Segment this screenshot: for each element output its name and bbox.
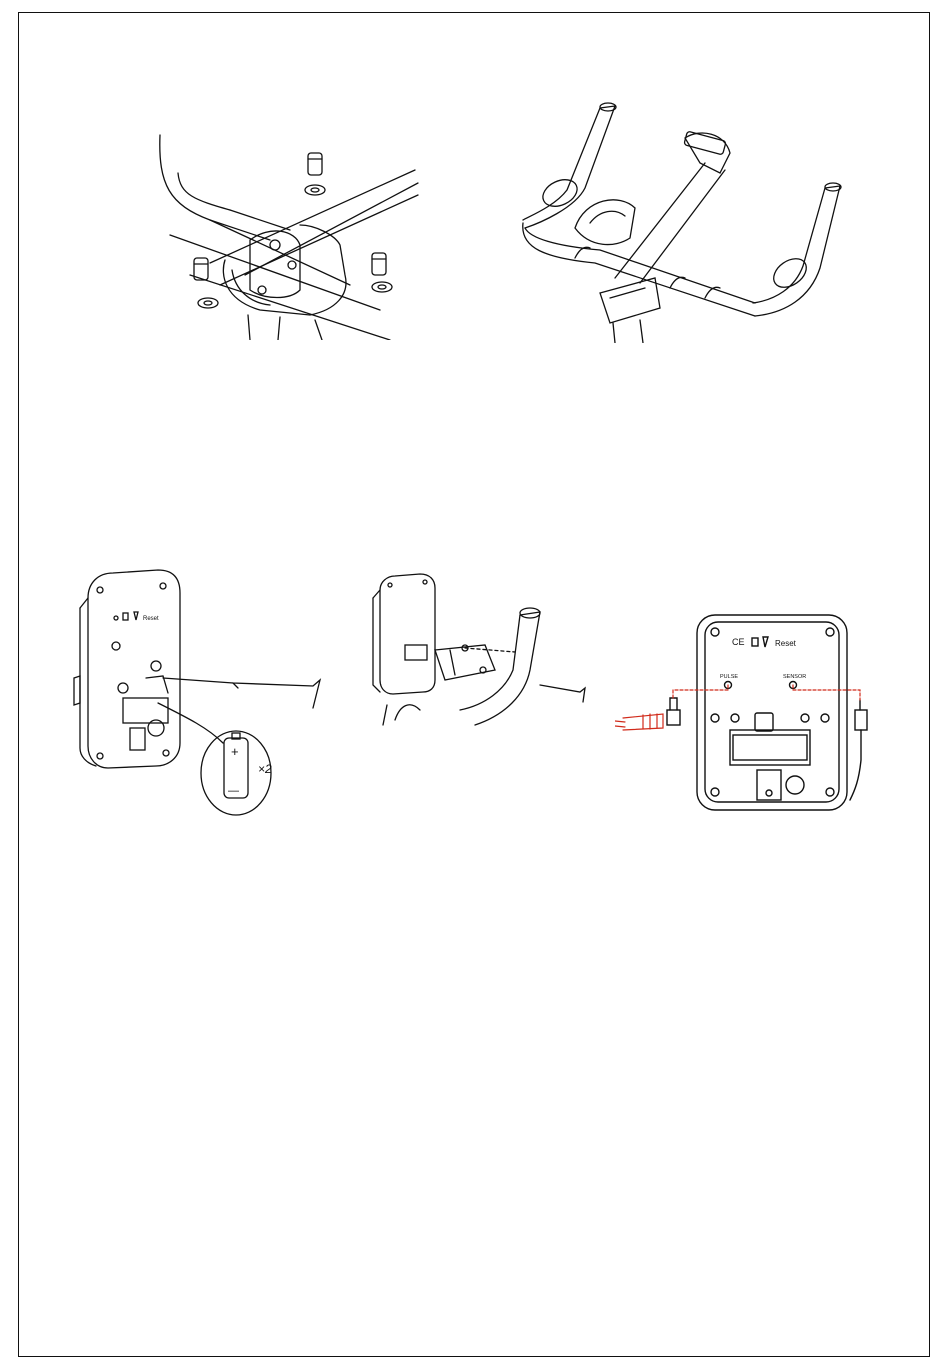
figure-handlebar-assembled: [515, 98, 860, 343]
console-reset-label-fig3: Reset: [143, 616, 159, 622]
battery-minus-label: —: [228, 785, 239, 797]
battery-plus-label: +: [231, 744, 239, 759]
figure-console-battery: + — ×2 Reset: [68, 568, 328, 818]
pulse-port-label: PULSE: [720, 674, 738, 680]
console-reset-label: Reset: [775, 639, 797, 648]
sensor-port-label: SENSOR: [783, 674, 806, 680]
figure-console-mounting: [365, 570, 595, 730]
figure-handlebar-bolts: [150, 125, 420, 340]
figure-console-cables: CE Reset PULSE SENSOR: [615, 610, 905, 815]
console-ce-label: CE: [732, 637, 745, 647]
battery-quantity-label: ×2: [258, 762, 272, 776]
